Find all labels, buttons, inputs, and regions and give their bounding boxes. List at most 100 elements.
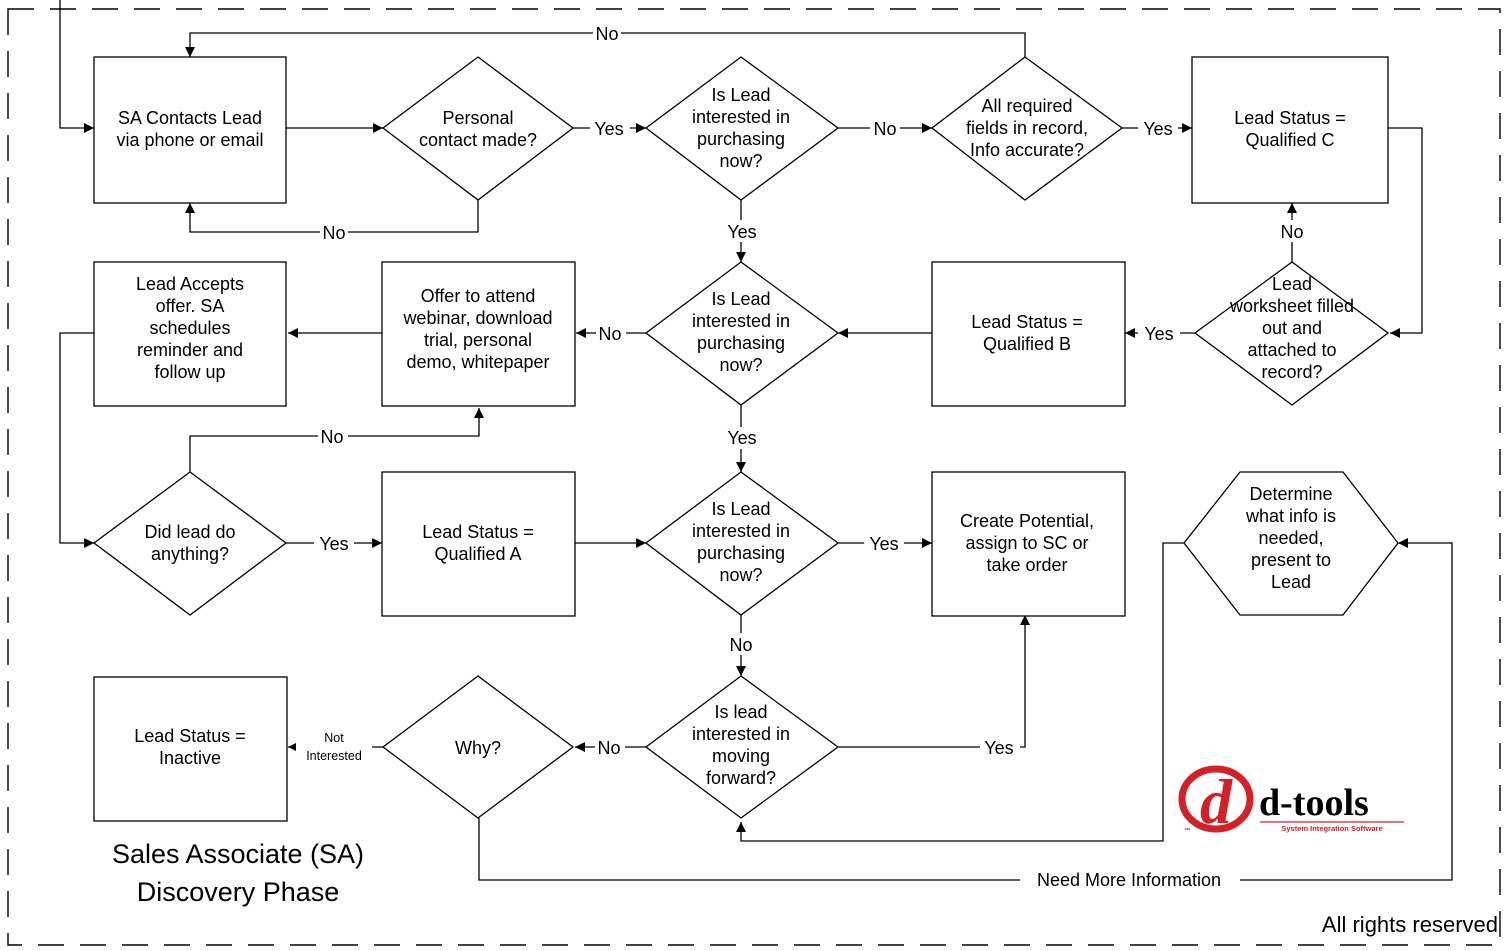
node-text: needed, (1258, 528, 1323, 548)
label-not-interested-1: Not (324, 731, 344, 745)
node-inactive: Lead Status = Inactive (93, 676, 288, 822)
diagram-title-line-1: Sales Associate (SA) (112, 839, 364, 869)
node-qualified-a: Lead Status = Qualified A (381, 471, 576, 617)
node-text: Qualified A (434, 544, 521, 564)
label-yes-fields: Yes (1143, 119, 1172, 139)
node-text: now? (719, 565, 762, 585)
node-text: now? (719, 355, 762, 375)
node-text: Lead Status = (422, 522, 534, 542)
node-text: now? (719, 151, 762, 171)
node-text: Lead Status = (971, 312, 1083, 332)
label-yes-did: Yes (319, 534, 348, 554)
node-why-decision: Why? (381, 675, 575, 819)
label-yes-interested-2: Yes (727, 428, 756, 448)
edge-labels: No No Yes No Yes Yes No Yes No Yes No Ye… (296, 22, 1308, 891)
node-text: Is Lead (711, 289, 770, 309)
edge-accepts-to-did (59, 332, 94, 548)
node-text: interested in (692, 107, 790, 127)
node-text: via phone or email (116, 130, 263, 150)
label-no-interested-2: No (598, 324, 621, 344)
edge-entry (59, 0, 94, 133)
node-text: Inactive (159, 748, 221, 768)
label-not-interested-2: Interested (306, 749, 362, 763)
node-text: Lead Status = (134, 726, 246, 746)
edge-determine-to-moving (736, 542, 1184, 842)
node-text: Lead (1271, 572, 1311, 592)
node-text: schedules (149, 318, 230, 338)
node-lead-accepts: Lead Accepts offer. SA schedules reminde… (93, 261, 287, 407)
node-interested-decision-2: Is Lead interested in purchasing now? (644, 261, 840, 406)
node-offer: Offer to attend webinar, download trial,… (381, 261, 576, 407)
node-qualified-c: Lead Status = Qualified C (1191, 56, 1389, 204)
node-qualified-b: Lead Status = Qualified B (931, 261, 1126, 407)
node-create-potential: Create Potential, assign to SC or take o… (931, 471, 1126, 617)
node-text: Lead Accepts (136, 274, 244, 294)
node-text: All required (981, 96, 1072, 116)
node-determine-info: Determine what info is needed, present t… (1183, 471, 1399, 616)
label-no-top: No (595, 24, 618, 44)
node-text: reminder and (137, 340, 243, 360)
node-text: assign to SC or (965, 533, 1088, 553)
node-text: SA Contacts Lead (118, 108, 262, 128)
edge-why-need-info (478, 538, 1453, 881)
node-text: record? (1261, 362, 1322, 382)
logo-circle (1178, 765, 1254, 833)
logo-brand: d-tools (1259, 782, 1369, 824)
node-text: out and (1262, 318, 1322, 338)
node-text: take order (986, 555, 1067, 575)
logo-letter: d (1200, 766, 1233, 837)
label-yes-interested-3: Yes (869, 534, 898, 554)
node-text: interested in (692, 724, 790, 744)
dashed-border (7, 8, 1501, 946)
node-text: interested in (692, 311, 790, 331)
node-text: follow up (154, 362, 225, 382)
node-text: Why? (455, 738, 501, 758)
label-no-worksheet: No (1280, 222, 1303, 242)
node-text: offer. SA (156, 296, 225, 316)
node-personal-contact-decision: Personal contact made? (381, 56, 575, 201)
node-text: Determine (1249, 484, 1332, 504)
node-sa-contacts-lead: SA Contacts Lead via phone or email (93, 56, 287, 204)
node-text: what info is (1245, 506, 1336, 526)
node-text: anything? (151, 544, 229, 564)
node-text: Offer to attend (421, 286, 536, 306)
edge-c-to-worksheet (1388, 127, 1423, 338)
label-need-more-info: Need More Information (1037, 870, 1221, 890)
node-text: purchasing (697, 543, 785, 563)
diagram-title-line-2: Discovery Phase (137, 877, 340, 907)
node-text: Did lead do (144, 522, 235, 542)
label-no-moving: No (597, 738, 620, 758)
node-text: purchasing (697, 129, 785, 149)
node-text: Personal (442, 108, 513, 128)
node-text: Is lead (714, 702, 767, 722)
node-text: purchasing (697, 333, 785, 353)
node-interested-decision-1: Is Lead interested in purchasing now? (644, 56, 840, 201)
edge-moving-yes (838, 615, 1030, 748)
node-text: trial, personal (424, 330, 532, 350)
node-text: moving (712, 746, 770, 766)
label-yes-interested-1: Yes (727, 222, 756, 242)
node-text: interested in (692, 521, 790, 541)
node-worksheet-decision: Lead worksheet filled out and attached t… (1193, 261, 1390, 406)
node-did-anything-decision: Did lead do anything? (92, 471, 288, 616)
node-required-fields-decision: All required fields in record, Info accu… (930, 56, 1124, 201)
label-yes-contact: Yes (594, 119, 623, 139)
node-text: fields in record, (966, 118, 1088, 138)
node-interested-decision-3: Is Lead interested in purchasing now? (644, 471, 840, 616)
node-text: worksheet filled (1229, 296, 1354, 316)
footer-copyright: All rights reserved (1322, 912, 1498, 937)
node-text: Is Lead (711, 85, 770, 105)
node-text: demo, whitepaper (406, 352, 549, 372)
label-no-contact: No (322, 223, 345, 243)
logo-tagline: System Integration Software (1281, 824, 1382, 833)
node-text: Qualified C (1245, 130, 1334, 150)
label-no-interested-1: No (873, 119, 896, 139)
label-no-did: No (320, 427, 343, 447)
node-text: Lead Status = (1234, 108, 1346, 128)
node-text: Qualified B (983, 334, 1071, 354)
node-text: attached to (1247, 340, 1336, 360)
logo-trademark: ™ (1184, 827, 1190, 834)
node-text: Is Lead (711, 499, 770, 519)
d-tools-logo: d ™ d-tools System Integration Software (1178, 765, 1404, 837)
